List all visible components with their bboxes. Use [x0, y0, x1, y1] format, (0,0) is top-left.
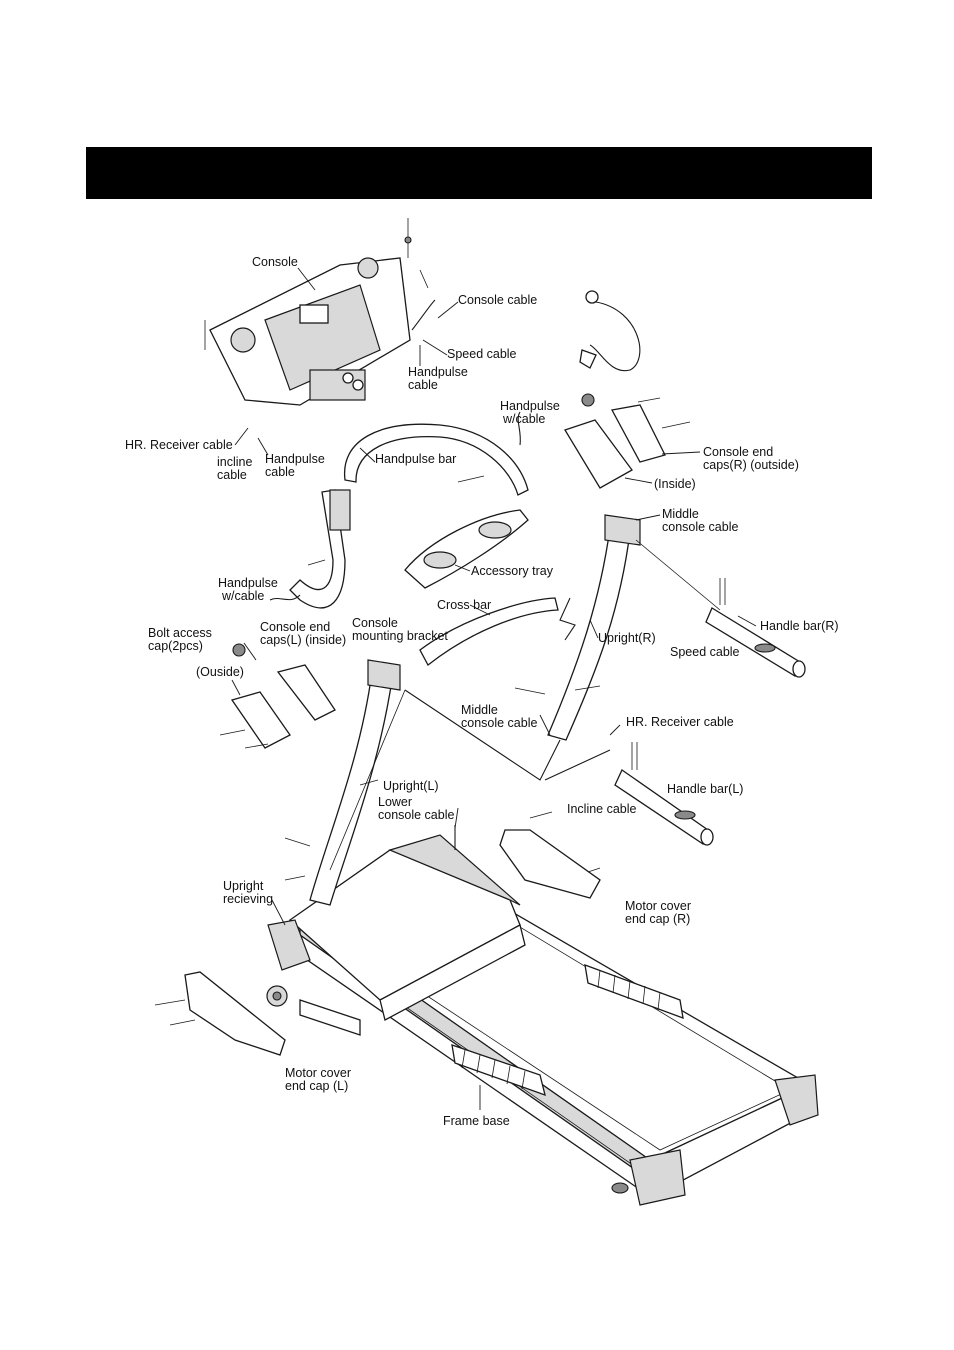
label-handpulse-cable-left: Handpulse [265, 452, 325, 466]
label-middle-console-cable-top: console cable [662, 520, 738, 534]
label-lower-console-cable: console cable [378, 808, 454, 822]
label-incline-cable-top: incline [217, 455, 252, 469]
upright-left [309, 659, 401, 906]
frame-base [266, 834, 819, 1206]
label-console: Console [252, 255, 298, 269]
cables [269, 299, 721, 871]
label-accessory-tray: Accessory tray [471, 564, 554, 578]
label-handpulse-wcable-right: Handpulse [500, 399, 560, 413]
label-bolt-access-cap: cap(2pcs) [148, 639, 203, 653]
label-handle-bar-l: Handle bar(L) [667, 782, 743, 796]
callout-labels: Console Console cable Speed cable Handpu… [125, 255, 839, 1128]
frame-vent-right [584, 964, 684, 1019]
label-console-cable: Console cable [458, 293, 537, 307]
cross-bar [419, 597, 559, 666]
label-upright-r: Upright(R) [598, 631, 656, 645]
label-incline-cable-right: Incline cable [567, 802, 637, 816]
label-console-mounting-bracket: mounting bracket [352, 629, 448, 643]
label-handpulse-bar: Handpulse bar [375, 452, 456, 466]
leader-lines [231, 267, 757, 1110]
label-handpulse-cable-top: cable [408, 378, 438, 392]
label-frame-base: Frame base [443, 1114, 510, 1128]
label-handpulse-cable-top: Handpulse [408, 365, 468, 379]
label-console-end-caps-r: Console end [703, 445, 773, 459]
console [209, 257, 411, 406]
label-motor-cover-end-cap-l: Motor cover [285, 1066, 351, 1080]
label-console-end-caps-r: caps(R) (outside) [703, 458, 799, 472]
console-end-caps-left [230, 664, 336, 749]
label-handpulse-wcable-left: w/cable [221, 589, 264, 603]
label-console-end-caps-l: Console end [260, 620, 330, 634]
label-handpulse-wcable-right: w/cable [502, 412, 545, 426]
label-console-mounting-bracket: Console [352, 616, 398, 630]
label-hr-receiver-cable-top: HR. Receiver cable [125, 438, 233, 452]
label-motor-cover-end-cap-l: end cap (L) [285, 1079, 348, 1093]
label-incline-cable-top: cable [217, 468, 247, 482]
label-speed-cable-right: Speed cable [670, 645, 740, 659]
motor-cover-end-cap-right [499, 829, 601, 899]
label-inside-r: (Inside) [654, 477, 696, 491]
console-end-caps-right [564, 404, 666, 489]
label-upright-l: Upright(L) [383, 779, 439, 793]
label-middle-console-cable-lower: console cable [461, 716, 537, 730]
upright-right [547, 514, 641, 741]
label-upright-receiving: recieving [223, 892, 273, 906]
label-outside-l: (Ouside) [196, 665, 244, 679]
label-handpulse-wcable-left: Handpulse [218, 576, 278, 590]
bolt-access-cap [232, 393, 595, 657]
label-bolt-access-cap: Bolt access [148, 626, 212, 640]
accessory-tray [404, 509, 529, 589]
label-console-end-caps-l: caps(L) (inside) [260, 633, 346, 647]
upright-receiving-bracket [267, 919, 311, 971]
handle-bar-r [705, 607, 806, 678]
label-speed-cable-top: Speed cable [447, 347, 517, 361]
label-lower-console-cable: Lower [378, 795, 412, 809]
label-handpulse-cable-left: cable [265, 465, 295, 479]
label-middle-console-cable-lower: Middle [461, 703, 498, 717]
motor-cover-end-cap-left [184, 971, 286, 1056]
label-hr-receiver-cable-right: HR. Receiver cable [626, 715, 734, 729]
frame-vent-left [451, 1044, 546, 1097]
label-upright-receiving: Upright [223, 879, 264, 893]
label-cross-bar: Cross bar [437, 598, 491, 612]
label-middle-console-cable-top: Middle [662, 507, 699, 521]
handpulse-bar [289, 423, 529, 609]
fasteners [154, 218, 726, 1026]
section-header-bar [86, 147, 872, 199]
safety-key [579, 290, 641, 372]
label-handle-bar-r: Handle bar(R) [760, 619, 839, 633]
label-motor-cover-end-cap-r: end cap (R) [625, 912, 690, 926]
handle-bar-l [614, 769, 714, 846]
label-motor-cover-end-cap-r: Motor cover [625, 899, 691, 913]
